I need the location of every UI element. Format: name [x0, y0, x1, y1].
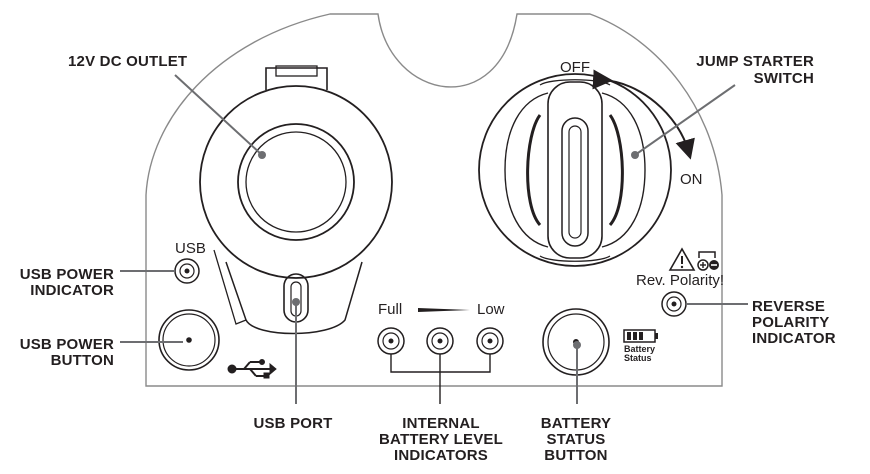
jump-starter-switch[interactable] [478, 73, 672, 267]
callout-battery-status-line1: BATTERY [541, 415, 612, 432]
usb-symbol-icon [227, 359, 277, 379]
callout-reverse-line1: REVERSE [752, 298, 825, 315]
callout-usb-port: USB PORT [253, 415, 332, 432]
callout-battery-level-line2: BATTERY LEVEL [379, 431, 503, 448]
battery-status-small-label-2: Status [624, 353, 652, 363]
battery-status-small-label-1: Battery [624, 344, 655, 354]
level-wedge-icon [418, 308, 470, 312]
battery-level-indicator-low [476, 327, 504, 355]
usb-small-label: USB [175, 240, 206, 257]
callout-jump-switch-line1: JUMP STARTER [696, 53, 814, 70]
leader-dc-outlet [174, 74, 263, 156]
callout-usb-button-line1: USB POWER [20, 336, 114, 353]
callout-reverse-line3: INDICATOR [752, 330, 836, 347]
callout-battery-level-line3: INDICATORS [394, 447, 488, 464]
battery-level-indicator-full [377, 327, 405, 355]
leader-end-dots [258, 151, 639, 349]
on-label: ON [680, 171, 703, 188]
callout-dc-outlet: 12V DC OUTLET [68, 53, 187, 70]
polarity-swap-icon [697, 251, 719, 271]
off-label: OFF [560, 59, 590, 76]
switch-rotation-arrow [592, 69, 695, 160]
callout-battery-status-line2: STATUS [547, 431, 606, 448]
low-label: Low [477, 301, 505, 318]
battery-level-indicator-mid [426, 327, 454, 355]
usb-power-button[interactable] [158, 309, 220, 371]
callout-battery-status-line3: BUTTON [544, 447, 607, 464]
warning-icon [668, 247, 696, 271]
callout-jump-switch-line2: SWITCH [754, 70, 814, 87]
dc-outlet[interactable] [199, 65, 393, 335]
callout-usb-indicator-line2: INDICATOR [30, 282, 114, 299]
callout-usb-button-line2: BUTTON [51, 352, 114, 369]
callout-usb-indicator-line1: USB POWER [20, 266, 114, 283]
full-label: Full [378, 301, 402, 318]
leader-jump-switch [634, 84, 736, 156]
usb-power-indicator [174, 258, 200, 284]
leader-lines [120, 74, 748, 404]
battery-icon [623, 329, 658, 343]
rev-polarity-label: Rev. Polarity! [636, 272, 724, 289]
callout-battery-level-line1: INTERNAL [402, 415, 479, 432]
callout-reverse-line2: POLARITY [752, 314, 829, 331]
battery-level-bracket [390, 354, 491, 404]
reverse-polarity-indicator [661, 291, 687, 317]
